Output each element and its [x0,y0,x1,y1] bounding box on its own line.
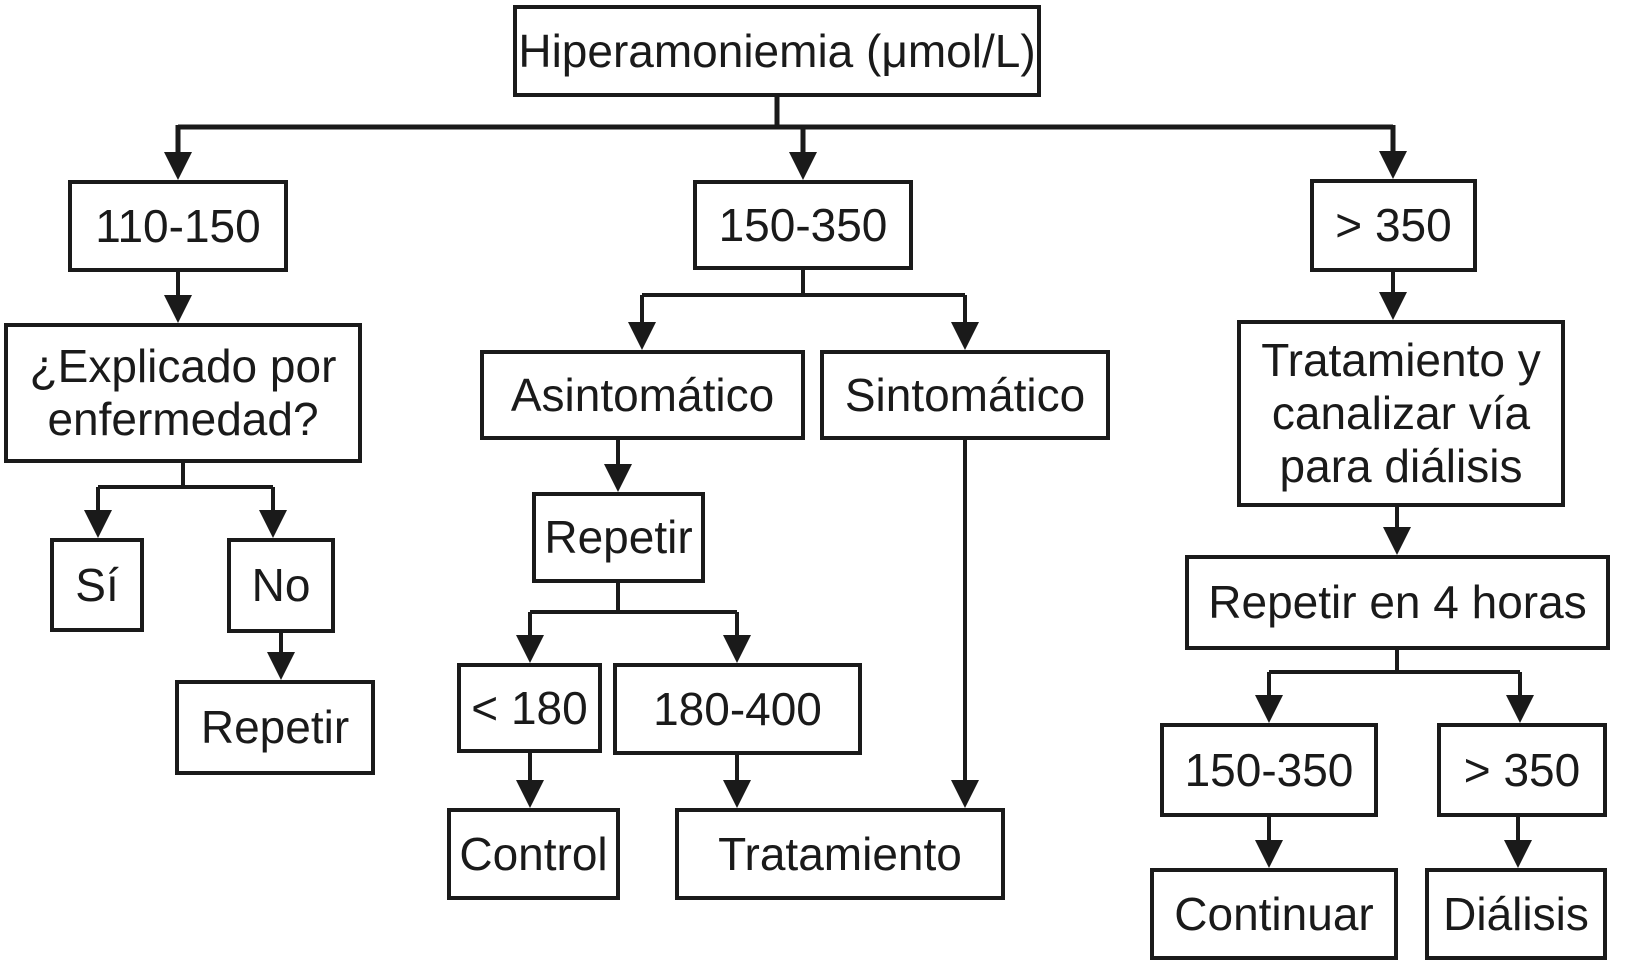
arrowhead [1379,151,1407,179]
arrowhead [951,780,979,808]
arrowhead [604,464,632,492]
edge-line [1267,650,1522,699]
edge-canalizar-to-repetir4h [1383,507,1411,555]
node-tratamiento: Tratamiento [675,808,1005,900]
edge-repetir4h-to-ranges [1255,650,1534,723]
node-range-150-350: 150-350 [693,180,913,270]
arrowhead [259,510,287,538]
node-control: Control [447,808,620,900]
edge-350b-to-dialisis [1504,817,1532,868]
arrowhead [516,635,544,663]
node-tratamiento-canalizar: Tratamiento y canalizar vía para diálisi… [1237,320,1565,507]
arrowhead [723,635,751,663]
node-continuar: Continuar [1150,868,1398,960]
arrowhead [1255,695,1283,723]
node-mayor-350: > 350 [1310,179,1477,272]
edge-110150-to-explicado [164,272,192,323]
node-repetir-centro: Repetir [532,492,705,583]
edge-repetir-to-ranges [516,583,751,663]
arrowhead [951,322,979,350]
arrowhead [164,295,192,323]
node-repetir-izquierda: Repetir [175,680,375,775]
node-range-180-400: 180-400 [613,663,862,755]
edge-line [175,97,1396,154]
node-repetir-4-horas: Repetir en 4 horas [1185,555,1610,650]
edge-180400-to-tratamiento [723,755,751,808]
node-dialisis: Diálisis [1425,868,1607,960]
edge-line [640,270,967,326]
arrowhead [628,322,656,350]
arrowhead [164,152,192,180]
arrowhead [1383,527,1411,555]
node-si: Sí [50,538,144,632]
edge-root-to-branches [164,97,1407,180]
node-explicado-por-enfermedad: ¿Explicado por enfermedad? [4,323,362,463]
arrowhead [789,152,817,180]
node-root: Hiperamoniemia (μmol/L) [513,5,1041,97]
edge-sint-to-tratamiento [951,440,979,808]
node-sintomatico: Sintomático [820,350,1110,440]
edge-explicado-to-si-no [84,463,287,538]
node-no: No [227,538,335,633]
arrowhead [1255,840,1283,868]
node-range-110-150: 110-150 [68,180,288,272]
edge-150350-to-asint-sint [628,270,979,350]
arrowhead [84,510,112,538]
edge-no-to-repetir [267,633,295,680]
edge-line [528,583,739,639]
arrowhead [1504,840,1532,868]
edge-line [96,463,275,514]
edge-180-to-control [516,753,544,808]
edge-350-to-canalizar [1379,272,1407,320]
node-menor-180: < 180 [457,663,602,753]
node-range-150-350-b: 150-350 [1160,723,1378,817]
node-asintomatico: Asintomático [480,350,805,440]
arrowhead [267,652,295,680]
node-mayor-350-b: > 350 [1437,723,1607,817]
edge-150350b-to-continuar [1255,817,1283,868]
arrowhead [1506,695,1534,723]
edge-asint-to-repetir [604,440,632,492]
arrowhead [516,780,544,808]
arrowhead [1379,292,1407,320]
arrowhead [723,780,751,808]
